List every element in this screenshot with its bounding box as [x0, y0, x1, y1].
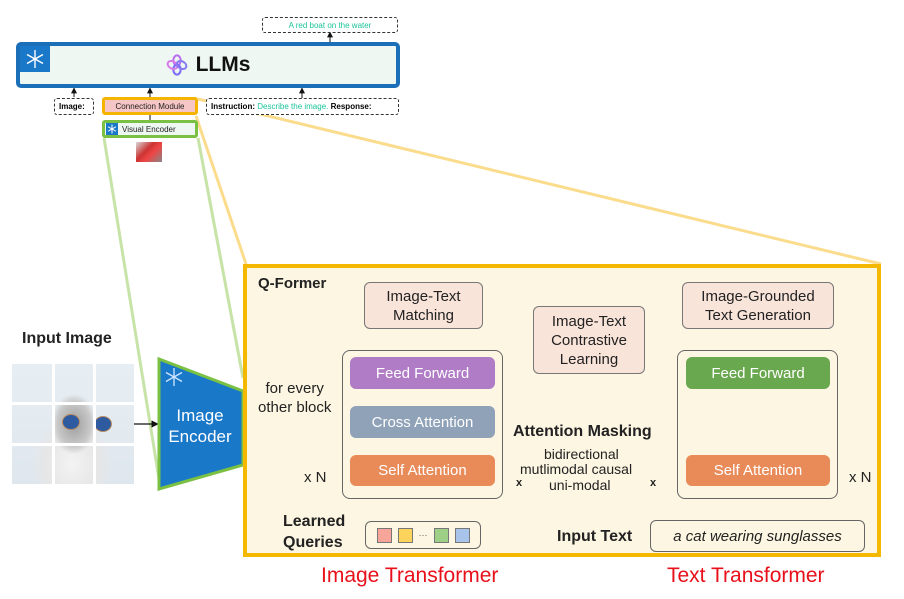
blocked-mark-right: x: [650, 477, 657, 489]
openai-flower-icon: [166, 54, 187, 76]
cross-attention-note: for every other block: [258, 379, 331, 417]
image-label: Image:: [59, 102, 85, 111]
cross-attention: Cross Attention: [350, 406, 495, 438]
text-repeat-label: x N: [849, 469, 872, 486]
input-text-label: Input Text: [557, 528, 633, 545]
visual-encoder: Visual Encoder: [102, 120, 198, 138]
itm-line1: Image-Text: [386, 287, 461, 305]
input-image-label: Input Image: [22, 330, 112, 347]
learned-queries-line2: Queries: [283, 534, 343, 551]
text-self-attention: Self Attention: [686, 455, 830, 486]
sunglass-lens-left: [62, 414, 80, 430]
image-encoder-line2: Encoder: [168, 427, 232, 446]
snowflake-icon: [106, 123, 118, 135]
image-encoder-label: Image Encoder: [160, 405, 240, 447]
learned-queries-label: Learned Queries: [283, 511, 345, 553]
llm-title: LLMs: [20, 46, 396, 84]
query-token: [454, 527, 470, 543]
instruction-slot: Instruction: Describe the image. Respons…: [206, 98, 399, 115]
query-token: [433, 527, 449, 543]
llm-output-box: A red boat on the water: [262, 17, 398, 33]
image-transformer-caption: Image Transformer: [321, 564, 499, 587]
boat-thumbnail: [136, 142, 162, 162]
note-line1: for every: [265, 380, 324, 397]
query-token: [397, 527, 413, 543]
learned-queries-line1: Learned: [283, 513, 346, 530]
response-label: Response:: [330, 102, 372, 111]
instruction-label: Instruction:: [211, 102, 255, 111]
attention-masking-title: Attention Masking: [513, 423, 652, 440]
blocked-mark-left: x: [516, 477, 523, 489]
query-token: [376, 527, 392, 543]
mask-multimodal-causal: mutlimodal causal: [520, 461, 633, 477]
itc-line2: Contrastive: [551, 331, 627, 349]
image-input-slot: Image:: [54, 98, 94, 115]
image-encoder-line1: Image: [176, 406, 224, 425]
patch-grid-line: [93, 364, 96, 484]
zoom-guide-yellow: [194, 97, 882, 266]
image-feed-forward: Feed Forward: [350, 357, 495, 389]
connection-module: Connection Module: [102, 97, 198, 115]
image-self-attention: Self Attention: [350, 455, 495, 486]
llm-block: LLMs: [16, 42, 400, 88]
itm-line2: Matching: [393, 306, 454, 324]
snowflake-icon: [20, 46, 50, 72]
snowflake-icon: [165, 368, 183, 386]
image-transformer-block: [342, 350, 503, 499]
query-ellipsis: ···: [418, 530, 428, 540]
patch-grid-line: [12, 443, 134, 446]
llm-output-text: A red boat on the water: [288, 20, 372, 30]
text-feed-forward: Feed Forward: [686, 357, 830, 389]
input-text-box: a cat wearing sunglasses: [650, 520, 865, 552]
itc-line3: Learning: [559, 350, 619, 368]
mask-unimodal: uni-modal: [549, 477, 611, 493]
instruction-text: Describe the image.: [257, 102, 329, 111]
mask-bidirectional: bidirectional: [544, 446, 619, 462]
connection-module-label: Connection Module: [115, 101, 185, 111]
image-repeat-label: x N: [304, 469, 327, 486]
patch-grid-line: [52, 364, 55, 484]
visual-encoder-label: Visual Encoder: [122, 124, 176, 134]
learned-queries: ···: [365, 521, 481, 549]
text-transformer-caption: Text Transformer: [667, 564, 825, 587]
qformer-title: Q-Former: [258, 275, 327, 292]
note-line2: other block: [258, 399, 332, 416]
itg-line1: Image-Grounded: [701, 287, 815, 305]
itc-line1: Image-Text: [551, 312, 627, 330]
text-transformer-block: [677, 350, 838, 499]
llm-label: LLMs: [195, 53, 251, 76]
sunglass-lens-right: [94, 416, 112, 432]
itg-line2: Text Generation: [705, 306, 811, 324]
patch-grid-line: [12, 402, 134, 405]
input-cat-image: [12, 364, 134, 484]
